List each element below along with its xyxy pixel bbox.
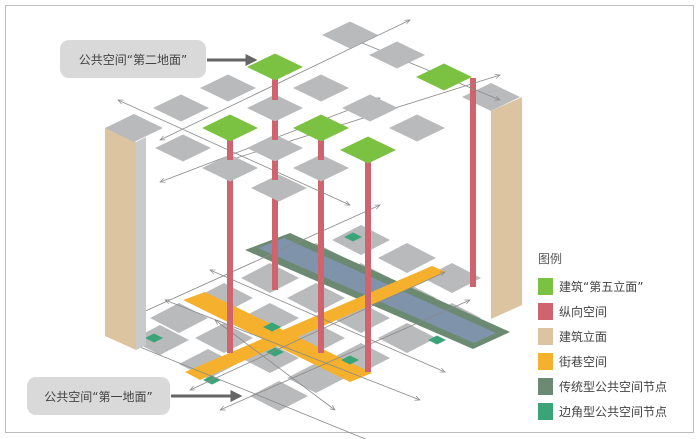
legend-swatch — [538, 353, 553, 370]
roof-block — [322, 21, 378, 49]
roof-block — [247, 134, 303, 162]
flow-arrow — [215, 320, 335, 410]
vertical-space — [318, 128, 324, 353]
roof-block — [153, 94, 209, 122]
flow-arrow — [355, 40, 500, 100]
fifth-facade-roof — [340, 136, 396, 164]
callout-second-ground: 公共空间“第二地面” — [60, 40, 206, 78]
vertical-space — [272, 80, 278, 100]
flow-arrow — [118, 99, 350, 206]
roof-block — [369, 41, 425, 69]
vertical-space — [272, 121, 278, 140]
legend: 图例 建筑“第五立面” 纵向空间 建筑立面 街巷空间 传统型公共空间节点 边角型… — [538, 250, 667, 424]
building-facade-right — [491, 97, 522, 319]
building-facade-left — [105, 128, 136, 350]
legend-swatch — [538, 328, 553, 345]
vertical-space — [365, 150, 371, 372]
ground-block — [332, 225, 390, 255]
flow-arrow — [160, 19, 410, 141]
roof-block — [293, 154, 349, 182]
vertical-space — [227, 128, 233, 353]
roof-block — [247, 94, 303, 122]
legend-item-street-space: 街巷空间 — [538, 349, 667, 374]
legend-label: 边角型公共空间节点 — [559, 405, 668, 419]
legend-label: 纵向空间 — [559, 305, 608, 319]
callout-first-ground: 公共空间“第一地面” — [27, 377, 170, 415]
legend-item-vertical-space: 纵向空间 — [538, 299, 667, 324]
building-facade-left-side — [136, 137, 146, 350]
vertical-space — [272, 161, 278, 180]
vertical-space — [470, 78, 476, 287]
roof-block — [251, 174, 307, 202]
vertical-space — [318, 141, 324, 160]
legend-title: 图例 — [538, 252, 563, 266]
roof-block — [389, 114, 445, 142]
fifth-facade-roof — [247, 53, 303, 81]
legend-item-traditional-node: 传统型公共空间节点 — [538, 374, 667, 399]
callout-first-ground-label: 公共空间“第一地面” — [44, 389, 153, 404]
callout-second-ground-label: 公共空间“第二地面” — [78, 52, 188, 67]
fifth-facade-roof — [416, 63, 472, 91]
legend-item-building-facade: 建筑立面 — [538, 324, 667, 349]
legend-item-fifth-facade: 建筑“第五立面” — [538, 274, 667, 299]
legend-item-corner-node: 边角型公共空间节点 — [538, 399, 667, 424]
roof-block — [155, 134, 211, 162]
legend-swatch — [538, 303, 553, 320]
fifth-facade-roof — [293, 114, 349, 142]
roof-block — [200, 74, 256, 102]
legend-label: 传统型公共空间节点 — [559, 380, 668, 394]
legend-label: 建筑立面 — [559, 330, 608, 344]
roof-block — [342, 94, 398, 122]
legend-swatch — [538, 378, 553, 395]
vertical-space — [227, 141, 233, 160]
legend-label: 街巷空间 — [559, 355, 608, 369]
roof-block — [202, 154, 258, 182]
flow-arrow — [130, 204, 380, 319]
legend-swatch — [538, 278, 553, 295]
legend-label: 建筑“第五立面” — [559, 280, 644, 294]
ground-block — [378, 243, 436, 273]
roof-block — [293, 74, 349, 102]
legend-swatch — [538, 403, 553, 420]
fifth-facade-roof — [202, 114, 258, 142]
corner-public-node — [145, 333, 163, 343]
ground-block — [250, 381, 308, 411]
